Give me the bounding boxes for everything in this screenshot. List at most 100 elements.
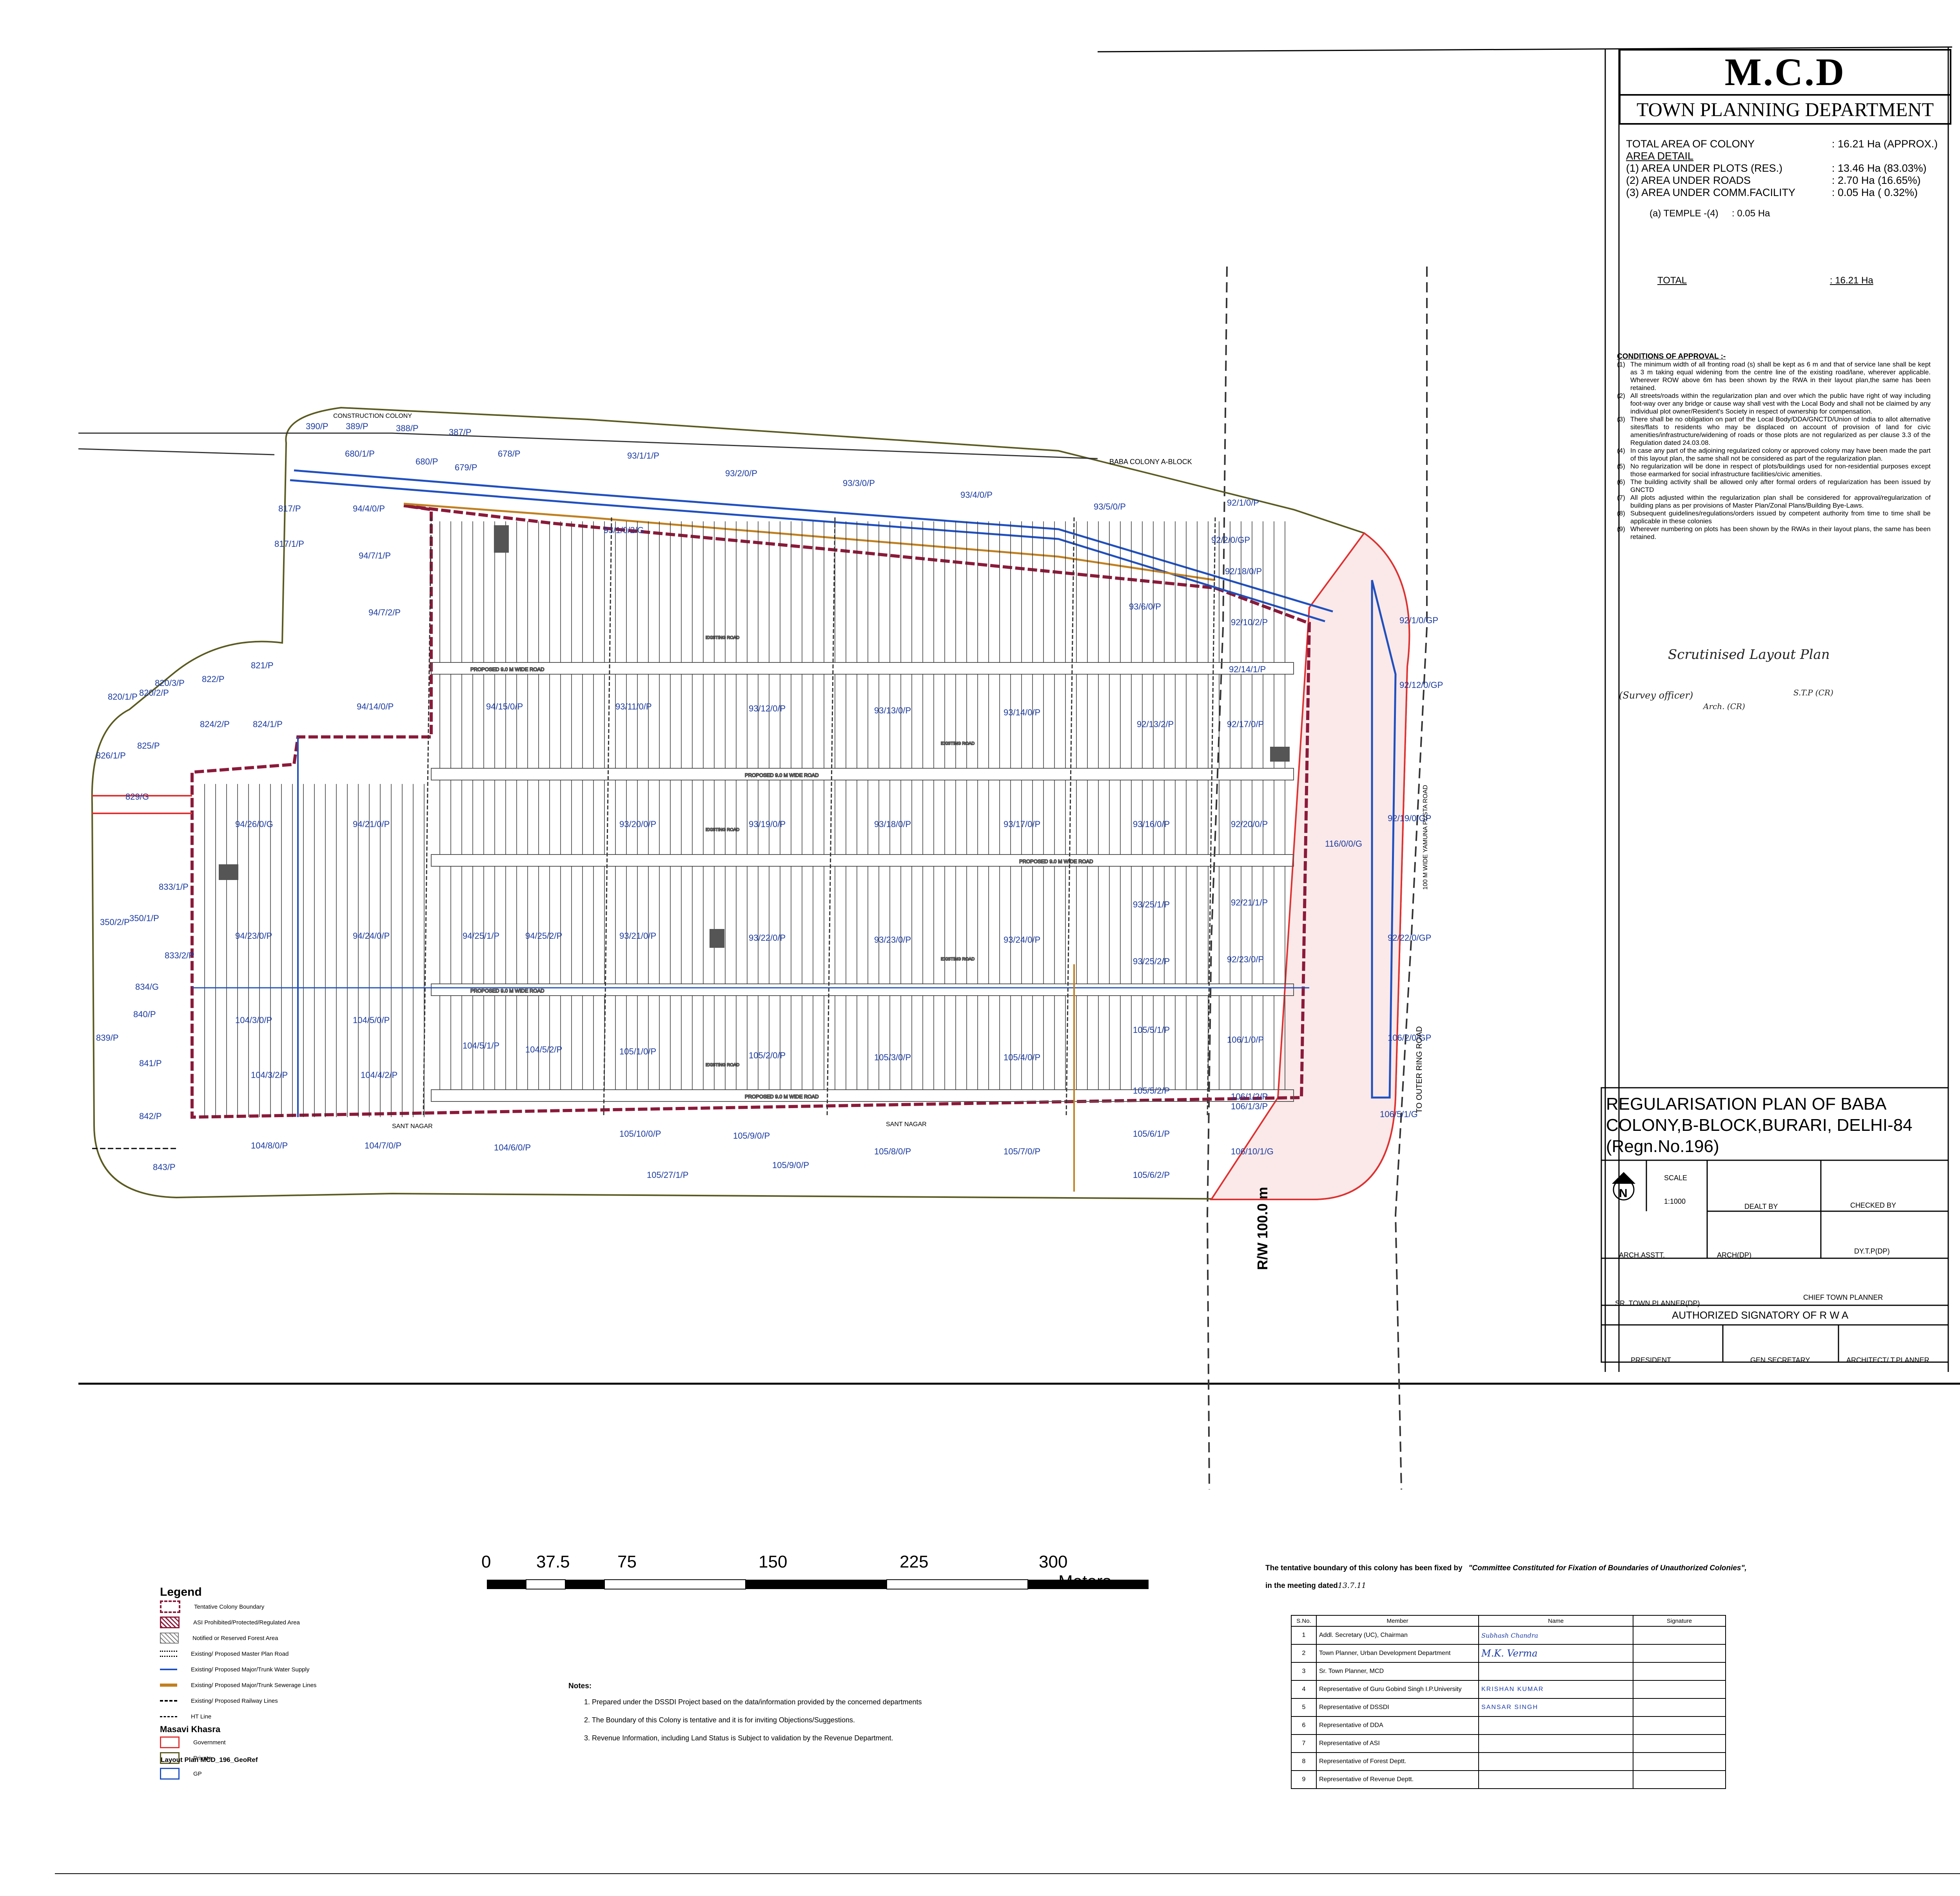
sum-value: : 16.21 Ha xyxy=(1830,275,1873,286)
khasra-label: 820/3/P xyxy=(155,678,185,688)
area-item-value: : 0.05 Ha ( 0.32%) xyxy=(1832,187,1918,198)
khasra-label: 93/14/0/P xyxy=(1004,708,1040,717)
note-item: 3. Revenue Information, including Land S… xyxy=(584,1734,893,1742)
khasra-label: 92/22/0/GP xyxy=(1388,933,1431,943)
condition-item: (2)All streets/roads within the regulari… xyxy=(1617,392,1931,415)
sant-nagar-label-2: SANT NAGAR xyxy=(886,1121,927,1128)
khasra-label: 92/17/0/P xyxy=(1227,719,1264,729)
condition-item: (1)The minimum width of all fronting roa… xyxy=(1617,361,1931,392)
note-item: 2. The Boundary of this Colony is tentat… xyxy=(584,1716,855,1724)
condition-item: (3)There shall be no obligation on part … xyxy=(1617,415,1931,446)
khasra-label: 105/5/1/P xyxy=(1133,1025,1170,1035)
condition-item: (6)The building activity shall be allowe… xyxy=(1617,478,1931,494)
khasra-label: 842/P xyxy=(139,1111,162,1121)
khasra-label: 93/20/0/P xyxy=(619,819,656,829)
masavi-title: Masavi Khasra xyxy=(160,1724,221,1734)
khasra-label: 839/P xyxy=(96,1033,119,1043)
khasra-label: 824/1/P xyxy=(253,719,283,729)
khasra-label: 840/P xyxy=(133,1009,156,1019)
block-line xyxy=(1207,517,1216,1118)
scale-tick-37-5: 37.5 xyxy=(536,1552,570,1571)
road-label: PROPOSED 9.0 M WIDE ROAD xyxy=(745,1094,819,1099)
khasra-label: 93/1/0/2/G xyxy=(604,525,644,535)
notes-title: Notes: xyxy=(568,1682,592,1690)
khasra-label: 93/2/0/P xyxy=(725,468,757,478)
legend: Legend Tentative Colony Boundary ASI Pro… xyxy=(160,1586,395,1782)
road-band xyxy=(431,983,1294,996)
khasra-label: 94/15/0/P xyxy=(486,702,523,711)
legend-item: Existing/ Proposed Railway Lines xyxy=(160,1693,395,1709)
scale-tick-300: 300 xyxy=(1039,1552,1068,1571)
khasra-label: 388/P xyxy=(396,423,419,433)
area-item-label: (2) AREA UNDER ROADS xyxy=(1626,174,1751,186)
total-area-label: TOTAL AREA OF COLONY xyxy=(1626,138,1755,150)
khasra-label: 92/21/1/P xyxy=(1231,898,1268,907)
table-header: S.No. Member Name Signature xyxy=(1291,1615,1726,1627)
khasra-label: 106/5/1/G xyxy=(1380,1109,1418,1119)
khasra-label: 105/6/1/P xyxy=(1133,1129,1170,1139)
khasra-label: 104/5/1/P xyxy=(463,1041,499,1051)
legend-item: Tentative Colony Boundary xyxy=(160,1599,395,1615)
khasra-label: 93/5/0/P xyxy=(1094,502,1126,512)
khasra-label: 106/2/0/GP xyxy=(1388,1033,1431,1043)
khasra-label: 92/1/0/GP xyxy=(1399,615,1438,625)
khasra-label: 825/P xyxy=(137,741,160,751)
temple-value: : 0.05 Ha xyxy=(1732,208,1770,219)
scale-tick-75: 75 xyxy=(617,1552,637,1571)
khasra-label: 93/6/0/P xyxy=(1129,602,1161,611)
reg-line-3: (Regn.No.196) xyxy=(1606,1137,1719,1156)
scale-tick-225: 225 xyxy=(900,1552,929,1571)
khasra-label: 94/25/1/P xyxy=(463,931,499,941)
block-line xyxy=(603,517,612,1118)
road-label: PROPOSED 9.0 M WIDE ROAD xyxy=(1019,858,1093,864)
khasra-label: 105/4/0/P xyxy=(1004,1052,1040,1062)
total-area-value: : 16.21 Ha (APPROX.) xyxy=(1832,138,1938,150)
khasra-label: 93/11/0/P xyxy=(615,702,652,711)
checked-by-label: CHECKED BY xyxy=(1850,1201,1896,1209)
condition-item: (7)All plots adjusted within the regular… xyxy=(1617,494,1931,509)
committee-statement: The tentative boundary of this colony ha… xyxy=(1265,1564,1747,1590)
khasra-label: 105/3/0/P xyxy=(874,1052,911,1062)
chief-tp-label: CHIEF TOWN PLANNER xyxy=(1803,1294,1883,1301)
khasra-label: 92/19/0/GP xyxy=(1388,813,1431,823)
road-band xyxy=(431,1089,1294,1102)
khasra-label: 105/10/0/P xyxy=(619,1129,661,1139)
road-label: PROPOSED 9.0 M WIDE ROAD xyxy=(470,666,544,672)
scale-unit: Meters xyxy=(1058,1572,1111,1591)
khasra-label: 94/7/1/P xyxy=(359,551,391,561)
khasra-label: 106/1/2/P xyxy=(1231,1092,1268,1101)
khasra-label: 104/5/0/P xyxy=(353,1015,390,1025)
reg-line-1: REGULARISATION PLAN OF BABA xyxy=(1606,1094,1887,1114)
area-item-value: : 13.46 Ha (83.03%) xyxy=(1832,162,1927,174)
khasra-label: 94/25/2/P xyxy=(525,931,562,941)
block-line xyxy=(423,517,432,1118)
khasra-label: 94/24/0/P xyxy=(353,931,390,941)
khasra-label: 92/18/0/P xyxy=(1225,566,1262,576)
khasra-label: 93/13/0/P xyxy=(874,706,911,715)
president-label: PRESIDENT xyxy=(1631,1356,1671,1364)
condition-item: (8)Subsequent guidelines/regulations/ord… xyxy=(1617,510,1931,525)
khasra-label: 829/G xyxy=(125,792,149,802)
khasra-label: 93/16/0/P xyxy=(1133,819,1170,829)
khasra-label: 104/3/2/P xyxy=(251,1070,288,1080)
condition-item: (5)No regularization will be done in res… xyxy=(1617,463,1931,478)
khasra-label: 105/6/2/P xyxy=(1133,1170,1170,1180)
khasra-label: 92/23/0/P xyxy=(1227,954,1264,964)
khasra-label: 817/1/P xyxy=(274,539,304,549)
khasra-label: 350/1/P xyxy=(129,913,159,923)
north-arrow-icon: N xyxy=(1619,1187,1628,1200)
khasra-label: 93/4/0/P xyxy=(960,490,993,500)
khasra-label: 680/P xyxy=(416,457,438,466)
khasra-label: 105/9/0/P xyxy=(733,1131,770,1141)
area-item-value: : 2.70 Ha (16.65%) xyxy=(1832,174,1921,186)
khasra-label: 93/22/0/P xyxy=(749,933,786,943)
khasra-label: 390/P xyxy=(306,421,328,431)
khasra-label: 94/23/0/P xyxy=(235,931,272,941)
condition-item: (4)In case any part of the adjoining reg… xyxy=(1617,447,1931,462)
khasra-label: 94/14/0/P xyxy=(357,702,394,711)
title-box: M.C.D xyxy=(1619,49,1951,96)
